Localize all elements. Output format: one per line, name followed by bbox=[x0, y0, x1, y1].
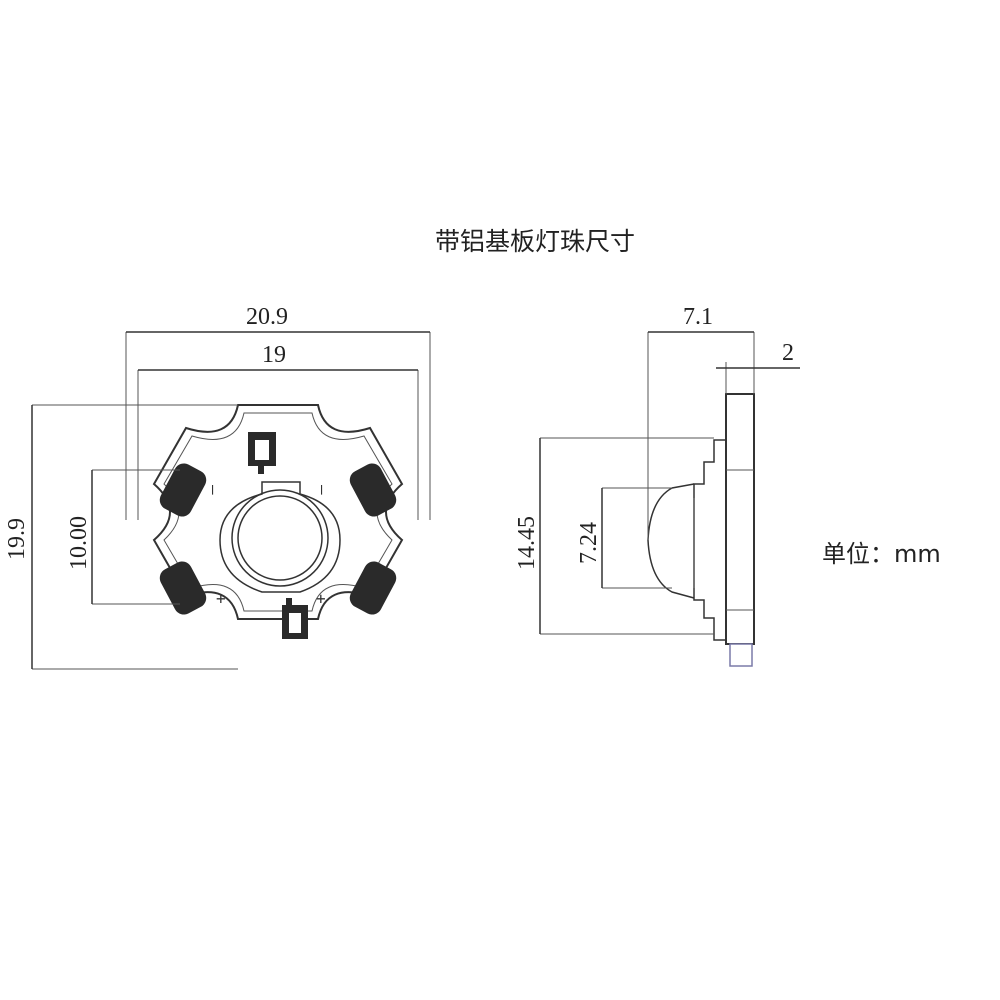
dim-inner-width-label: 19 bbox=[262, 342, 286, 368]
star-board-inner-outline bbox=[163, 412, 393, 612]
dim-overall-width-label: 20.9 bbox=[246, 304, 288, 330]
solder-pad-bottom-left bbox=[159, 561, 207, 615]
lead-tab-bottom bbox=[282, 598, 308, 639]
dim-board-thickness: 2 bbox=[716, 340, 800, 394]
side-lens-dome bbox=[647, 483, 695, 599]
solder-pad-bottom-right bbox=[349, 561, 397, 615]
dim-side-height: 14.45 bbox=[514, 437, 714, 635]
solder-pad-top-left bbox=[159, 463, 207, 517]
star-board-outline bbox=[152, 404, 404, 620]
side-board bbox=[725, 393, 755, 645]
dim-depth: 7.1 bbox=[647, 304, 755, 540]
dim-side-height-label: 14.45 bbox=[514, 516, 540, 570]
dim-overall-height: 19.9 bbox=[4, 404, 238, 670]
side-board-bottom-mark bbox=[729, 643, 753, 667]
dim-pad-spacing-label: 10.00 bbox=[66, 516, 92, 570]
dim-overall-height-label: 19.9 bbox=[4, 518, 30, 560]
front-view: — — + + 20.9 19 19.9 10. bbox=[4, 304, 431, 670]
polarity-minus-left: — bbox=[204, 485, 223, 495]
led-housing bbox=[219, 481, 341, 593]
dim-inner-width: 19 bbox=[137, 342, 419, 520]
lead-tab-top bbox=[248, 432, 276, 474]
side-emitter-base bbox=[693, 439, 726, 641]
polarity-plus-left: + bbox=[216, 589, 226, 608]
dim-lens-height-label: 7.24 bbox=[576, 522, 602, 564]
led-lens bbox=[237, 495, 323, 581]
polarity-minus-right: — bbox=[313, 485, 332, 495]
unit-label: 单位：mm bbox=[822, 540, 941, 568]
led-lens-outer bbox=[231, 489, 329, 587]
solder-pad-top-right bbox=[349, 463, 397, 517]
dim-pad-spacing: 10.00 bbox=[66, 469, 180, 605]
dim-lens-height: 7.24 bbox=[576, 487, 672, 589]
dim-depth-label: 7.1 bbox=[683, 304, 713, 330]
diagram-title: 带铝基板灯珠尺寸 bbox=[434, 227, 635, 256]
side-view: 7.1 2 14.45 7.24 bbox=[514, 304, 800, 667]
dim-overall-width: 20.9 bbox=[125, 304, 431, 520]
polarity-plus-right: + bbox=[316, 589, 326, 608]
dim-board-thickness-label: 2 bbox=[782, 340, 794, 366]
